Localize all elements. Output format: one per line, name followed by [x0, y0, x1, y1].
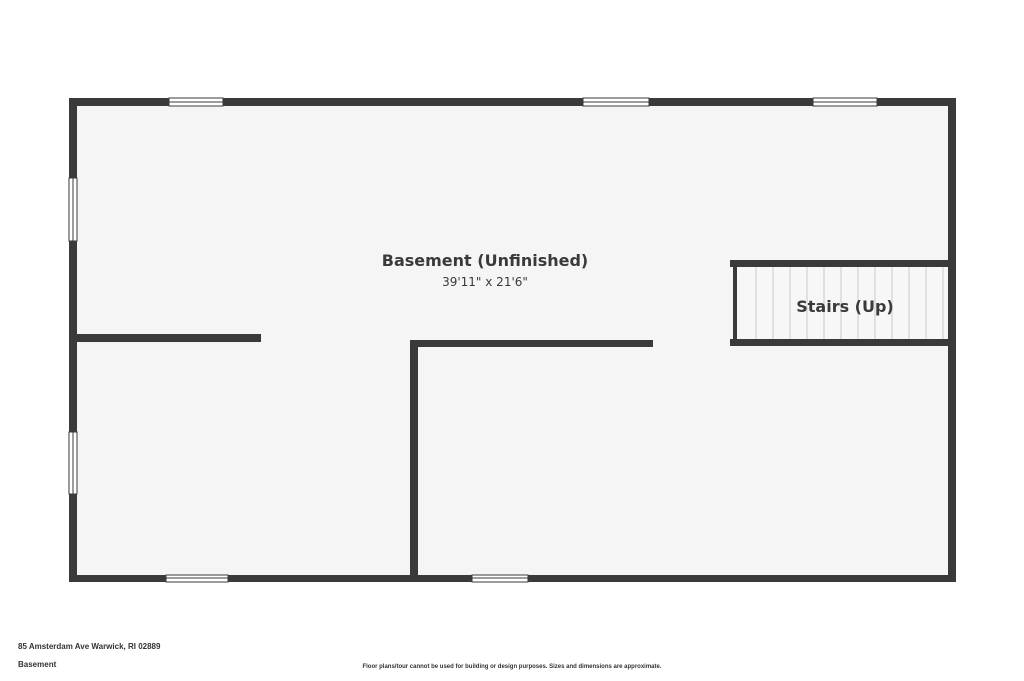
interior-wall-left-partition: [73, 334, 261, 342]
windows: [68, 97, 878, 583]
stairs-label: Stairs (Up): [796, 297, 894, 316]
stair-treads: [755, 266, 944, 342]
floor-name: Basement: [18, 660, 57, 669]
interior-walls: [73, 260, 952, 580]
property-address: 85 Amsterdam Ave Warwick, RI 02889: [18, 642, 161, 651]
disclaimer-text: Floor plans/tour cannot be used for buil…: [362, 664, 662, 670]
interior-wall-center-vertical: [410, 340, 418, 580]
basement-dimensions-label: 39'11" x 21'6": [442, 275, 528, 289]
stairs-wall-top: [730, 260, 952, 267]
wall-top: [69, 98, 956, 106]
stairs-wall-left: [733, 260, 737, 346]
stairs-wall-bottom: [730, 339, 952, 346]
interior-wall-center-horizontal: [410, 340, 653, 347]
basement-room-label: Basement (Unfinished): [382, 251, 588, 270]
stairs: [737, 266, 949, 342]
